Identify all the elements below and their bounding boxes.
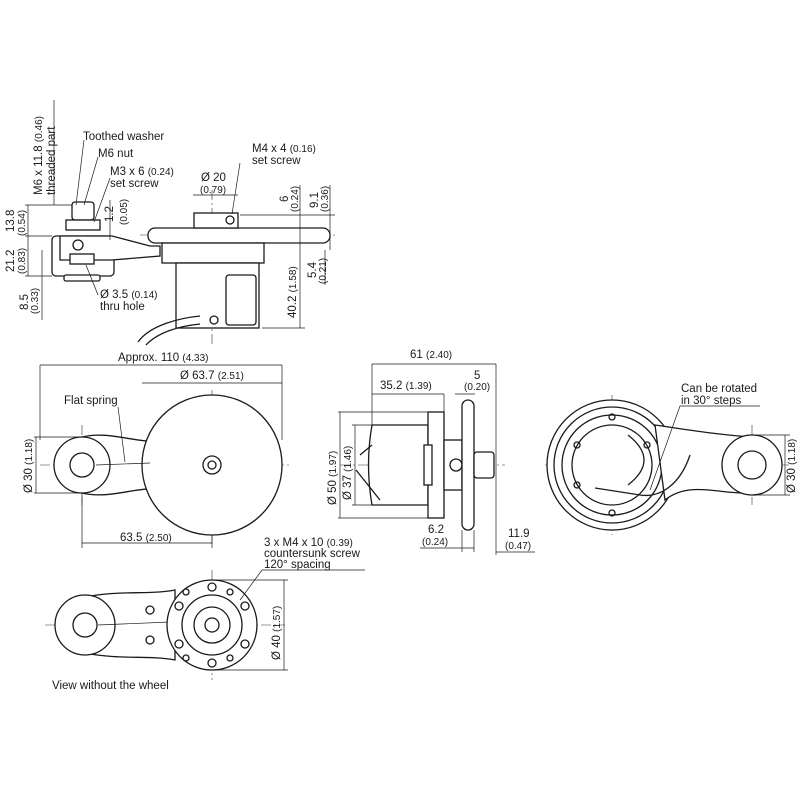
side-view-mid [338, 363, 535, 555]
threaded-part-dim: M6 x 11.8 [33, 145, 45, 195]
bottom-view [45, 569, 365, 680]
dim-11-9-in: (0.47) [505, 541, 531, 552]
screw-spec: 3 x M4 x 10 [264, 537, 323, 549]
dim-8-5-in: (0.33) [30, 288, 41, 314]
side-view-top-labels: M6 x 11.8 (0.46) threaded part Toothed w… [5, 116, 331, 318]
screw-spacing: 120° spacing [264, 559, 331, 571]
svg-text:61 (2.40): 61 (2.40) [410, 349, 452, 361]
dim-9-1: 9.1 [309, 192, 321, 208]
rotate-note-line-1: Can be rotated [681, 383, 757, 395]
svg-text:Ø 30 (1.18): Ø 30 (1.18) [23, 439, 35, 493]
m6-nut-label: M6 nut [98, 148, 134, 160]
dim-13-8-in: (0.54) [17, 210, 28, 236]
dim-5: 5 [474, 370, 480, 382]
dim-21-2-in: (0.83) [17, 248, 28, 274]
m4-set-screw-text: set screw [252, 155, 301, 167]
bottom-diameter-dim: Ø 40 [271, 635, 283, 660]
svg-text:Ø 3.5 (0.14): Ø 3.5 (0.14) [100, 289, 157, 301]
m4-set-screw-label: M4 x 4 [252, 143, 287, 155]
dim-d50: Ø 50 [327, 480, 339, 505]
dim-d20-in: (0.79) [200, 185, 226, 196]
rear-view [545, 395, 790, 535]
overall-length-dim: Approx. 110 [118, 352, 179, 364]
dim-6-in: (0.24) [290, 186, 301, 212]
svg-text:M4 x 4 (0.16): M4 x 4 (0.16) [252, 143, 316, 155]
thru-hole-label: thru hole [100, 301, 145, 313]
dim-6-2-in: (0.24) [422, 537, 448, 548]
dim-d20: Ø 20 [201, 172, 226, 184]
bottom-view-caption: View without the wheel [52, 680, 169, 692]
side-view-mid-labels: 61 (2.40) 35.2 (1.39) 5 (0.20) Ø 50 (1.9… [327, 349, 531, 552]
flat-spring-label: Flat spring [64, 395, 118, 407]
dim-21-2: 21.2 [5, 250, 17, 272]
wheel-diameter-dim: Ø 63.7 [180, 370, 215, 382]
svg-text:Ø 40 (1.57): Ø 40 (1.57) [271, 606, 283, 660]
dim-6: 6 [279, 196, 291, 202]
rear-arm-diameter-dim: Ø 30 [786, 468, 798, 493]
svg-text:40.2 (1.58): 40.2 (1.58) [287, 266, 299, 318]
svg-text:Ø 63.7 (2.51): Ø 63.7 (2.51) [180, 370, 244, 382]
svg-text:Approx. 110 (4.33): Approx. 110 (4.33) [118, 352, 209, 364]
dim-d37: Ø 37 [342, 475, 354, 500]
center-distance-dim: 63.5 [120, 532, 142, 544]
dim-5-in: (0.20) [464, 382, 490, 393]
side-view-top [25, 100, 335, 346]
svg-text:Ø 37 (1.46): Ø 37 (1.46) [342, 446, 354, 500]
threaded-part-label: threaded part [46, 126, 58, 195]
dim-1-2-in: (0.05) [119, 199, 130, 225]
svg-text:M3 x 6 (0.24): M3 x 6 (0.24) [110, 166, 174, 178]
svg-text:Ø 50 (1.97): Ø 50 (1.97) [327, 451, 339, 505]
dim-9-1-in: (0.36) [320, 186, 331, 212]
svg-text:Ø 30 (1.18): Ø 30 (1.18) [786, 439, 798, 493]
thru-hole-dim: Ø 3.5 [100, 289, 128, 301]
m3-set-screw-text: set screw [110, 178, 159, 190]
dim-8-5: 8.5 [19, 294, 31, 310]
dim-40-2: 40.2 [287, 296, 299, 318]
svg-text:3 x M4 x 10 (0.39): 3 x M4 x 10 (0.39) [264, 537, 353, 549]
dim-11-9: 11.9 [508, 528, 530, 540]
m3-set-screw-label: M3 x 6 [110, 166, 145, 178]
svg-text:35.2 (1.39): 35.2 (1.39) [380, 380, 432, 392]
svg-text:M6 x 11.8 (0.46): M6 x 11.8 (0.46) [33, 116, 45, 195]
dim-13-8: 13.8 [5, 210, 17, 232]
bottom-view-labels: 3 x M4 x 10 (0.39) countersunk screw 120… [52, 537, 361, 692]
svg-text:63.5 (2.50): 63.5 (2.50) [120, 532, 172, 544]
arm-diameter-dim: Ø 30 [23, 468, 35, 493]
dim-61: 61 [410, 349, 423, 361]
dim-5-4: 5.4 [307, 261, 319, 278]
rear-view-labels: Can be rotated in 30° steps Ø 30 (1.18) [681, 383, 798, 493]
dim-6-2: 6.2 [428, 524, 444, 536]
dim-1-2: 1.2 [104, 206, 116, 222]
rotate-note-line-2: in 30° steps [681, 395, 741, 407]
toothed-washer-label: Toothed washer [83, 131, 164, 143]
front-view-labels: Approx. 110 (4.33) Ø 63.7 (2.51) Flat sp… [23, 352, 244, 544]
dim-5-4-in: (0.21) [318, 258, 329, 284]
dim-35-2: 35.2 [380, 380, 402, 392]
screw-type: countersunk screw [264, 548, 361, 560]
front-view [34, 364, 290, 548]
